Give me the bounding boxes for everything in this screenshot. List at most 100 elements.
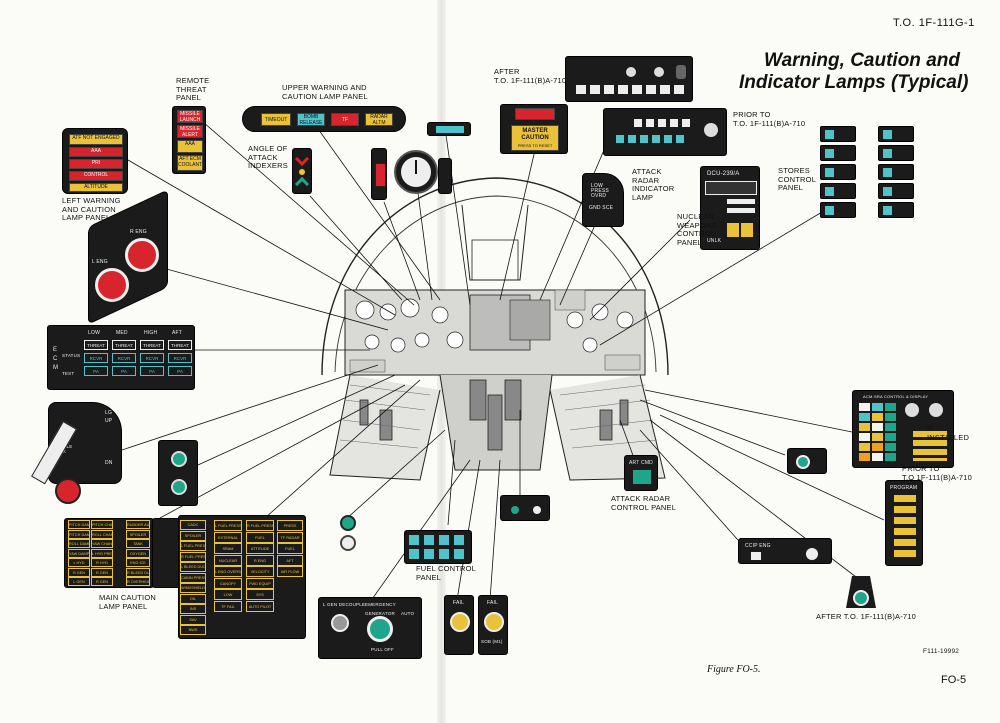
caution-lamp: SPOILER: [126, 529, 150, 539]
caution-lamp: AIR FLOW: [277, 566, 303, 577]
acm-knob[interactable]: [905, 403, 919, 417]
l-eng-fire-button[interactable]: [95, 268, 129, 302]
program-title: PROGRAM: [890, 485, 918, 491]
acm-lamp: [872, 423, 883, 431]
stores-station-button[interactable]: [878, 183, 914, 199]
caution-lamp: ROLL DAMPER: [68, 539, 90, 548]
acm-lamp: [872, 443, 883, 451]
l-gen-knob[interactable]: [331, 614, 349, 632]
master-caution-button[interactable]: MASTER CAUTION PRESS TO RESET: [511, 125, 559, 151]
ecm-column-label: HIGH: [144, 330, 158, 336]
caution-lamp: FUEL: [277, 543, 303, 554]
acm-lamp: [859, 413, 870, 421]
caution-lamp: INS: [180, 604, 206, 614]
caution-lamp: NWS: [180, 625, 206, 635]
stores-station-button[interactable]: [878, 145, 914, 161]
ecm-lamp: RCVR: [84, 353, 108, 363]
caution-lamp: SYS: [246, 589, 274, 600]
aoa-indexer: [292, 148, 312, 194]
lamp-row: [576, 85, 684, 94]
radar-knob-2[interactable]: [533, 506, 541, 514]
panel-knob: [654, 67, 664, 77]
fuel-lamp-row: [409, 549, 469, 559]
ecm-status: STATUS: [62, 353, 81, 358]
r-eng-fire-button[interactable]: [125, 238, 159, 272]
caution-lamp: PITCH DAMP: [68, 520, 90, 529]
landing-gear-handle-knob[interactable]: [55, 478, 81, 504]
wheel-switch-up[interactable]: [171, 451, 187, 467]
caution-lamp: AUTO PILOT: [246, 600, 274, 612]
caution-lamp: CANOPY: [214, 577, 242, 589]
stores-station-button[interactable]: [820, 126, 856, 142]
emerg-gen-knob[interactable]: [367, 616, 393, 642]
caution-lamp: ATTITUDE: [246, 543, 274, 554]
remote-threat-panel: MISSILE LAUNCH MISSILE ALERT AAA AFT ECM…: [172, 106, 206, 174]
acm-knob[interactable]: [929, 403, 943, 417]
stores-station-button[interactable]: [820, 202, 856, 218]
caution-lamp: SPOILER: [180, 530, 206, 541]
caution-lamp: L FUEL PRESS: [214, 520, 242, 531]
vertical-red-lamp-panel: [371, 148, 387, 200]
caution-lamp: LOW: [214, 589, 242, 600]
document-id: T.O. 1F-111G-1: [893, 17, 975, 29]
fail-left-knob[interactable]: [450, 612, 470, 632]
stores-station-button[interactable]: [820, 164, 856, 180]
acm-lamp: [885, 443, 896, 451]
caution-lamp: VELOCITY: [246, 566, 274, 577]
radar-knob-1[interactable]: [511, 506, 519, 514]
stores-knob[interactable]: [796, 455, 810, 469]
figure-caption: Figure FO-5.: [707, 664, 761, 675]
missile-alert-lamp: MISSILE ALERT: [177, 125, 203, 138]
stores-station-button[interactable]: [878, 126, 914, 142]
gnd-sce-text: GND SCE: [589, 205, 614, 211]
stores-station-button[interactable]: [878, 164, 914, 180]
ecm-test: TEST: [62, 371, 75, 376]
caution-lamp: R HYD: [91, 558, 113, 567]
acm-lamp: [872, 433, 883, 441]
test-button-1[interactable]: [340, 515, 356, 531]
figure-code: F111-19992: [923, 648, 960, 655]
left-warning-panel: ATF NOT ENGAGED AAA PRI CONTROL ALTITUDE: [62, 128, 128, 194]
ecm-letter: M: [53, 365, 59, 371]
caution-lamp: YAW CHAN: [91, 539, 113, 548]
fuel-lamp-row: [409, 535, 469, 545]
caution-lamp: YAW DAMPER: [68, 548, 90, 558]
ecm-lamp: THREAT: [140, 340, 164, 350]
stores-station-button[interactable]: [878, 202, 914, 218]
test-button-2[interactable]: [340, 535, 356, 551]
pri-lamp: PRI: [69, 159, 123, 169]
ccip-knob[interactable]: [805, 547, 819, 561]
ecm-lamp: PA: [84, 366, 108, 376]
fuel-control-panel: [404, 530, 472, 564]
ecm-lamp: PA: [168, 366, 192, 376]
caution-lamp: R GEN: [91, 577, 113, 586]
stores-station-button[interactable]: [820, 183, 856, 199]
radar-altm-lamp: RADAR ALTM: [365, 113, 393, 126]
ecm-lamp: PA: [112, 366, 136, 376]
ccip-switch[interactable]: [751, 552, 761, 560]
page-number: FO-5: [941, 674, 967, 686]
wheel-switch-down[interactable]: [171, 479, 187, 495]
aft-ecm-lamp: AFT ECM COOLANT: [177, 155, 203, 171]
caution-lamp: L HYD PRESS: [91, 548, 113, 558]
after-to-knob[interactable]: [853, 590, 869, 606]
acm-lamp: [885, 403, 896, 411]
caution-lamp: OXYGEN: [126, 548, 150, 558]
fail-right-knob[interactable]: [484, 612, 504, 632]
lg-text: LG: [105, 410, 113, 416]
lamp-block: [705, 181, 757, 195]
stores-station-button[interactable]: [820, 145, 856, 161]
acm-lamp: [885, 413, 896, 421]
panel-knob: [704, 123, 718, 137]
lamp-row: [616, 135, 686, 143]
lg-up-text: UP: [105, 418, 113, 424]
art-cmd-lamp: [633, 470, 651, 484]
ecm-column-label: MED: [116, 330, 128, 336]
lamp-row: [634, 119, 694, 127]
